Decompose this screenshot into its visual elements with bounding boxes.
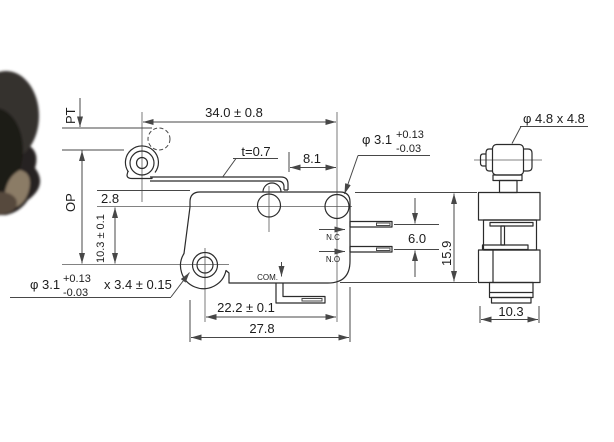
operating-position-label: OP (63, 193, 78, 212)
bottom-hole-depth: x 3.4 ± 0.15 (104, 277, 172, 292)
bottom-hole-tol-minus: -0.03 (63, 287, 88, 299)
side-roller-flange-right (523, 148, 533, 172)
extension-lines (62, 127, 477, 342)
terminal-nc-label: N.C (326, 233, 340, 242)
roller-lever (124, 127, 289, 191)
photo-shadow (0, 108, 23, 192)
terminals (275, 220, 393, 304)
lever-foot (126, 170, 153, 180)
dim-text-8-1: 8.1 (303, 151, 321, 166)
dim-text-10-3-v: 10.3 ± 0.1 (95, 214, 107, 263)
dim-text-lever-length: 34.0 ± 0.8 (205, 105, 263, 120)
lever-thickness-label: t=0.7 (241, 144, 270, 159)
terminal-nc-blade (349, 220, 393, 228)
mounting-hole-bottom-outer (191, 251, 219, 279)
side-body-bottom (477, 249, 541, 284)
pretravel-label: PT (63, 107, 78, 124)
side-lever-neck (498, 179, 518, 194)
lever-arm (150, 176, 289, 191)
side-body-top (477, 191, 541, 221)
front-view: 34.0 ± 0.8 t=0.7 8.1 φ 3.1 +0.13 -0.03 2… (10, 98, 588, 342)
top-hole-tol-minus: -0.03 (396, 143, 421, 155)
side-terminal-connector (500, 225, 506, 246)
roller-free-position-dashed (147, 127, 171, 151)
lever-wrap (124, 145, 160, 173)
top-hole-tol-plus: +0.13 (396, 129, 424, 141)
terminal-nc-slot (376, 222, 391, 226)
side-terminal-plate-top (489, 221, 534, 227)
dim-text-15-9: 15.9 (439, 241, 454, 266)
product-photo (0, 71, 41, 215)
roller-hub (135, 156, 149, 170)
top-hole-dia: φ 3.1 (362, 132, 392, 147)
side-extension-lines (479, 306, 540, 323)
terminal-no-blade (349, 245, 393, 253)
terminal-com-label: COM. (257, 273, 278, 282)
plunger-bump (262, 182, 282, 193)
bottom-hole-dia: φ 3.1 (30, 277, 60, 292)
side-roller-nub (479, 153, 486, 167)
photo-base-highlight (0, 192, 17, 214)
bottom-hole-tol-plus: +0.13 (63, 273, 91, 285)
label-leader-lines (10, 126, 588, 298)
side-lever-collar (492, 174, 523, 182)
dim-text-6-0: 6.0 (408, 231, 426, 246)
terminal-com-slot (301, 298, 323, 302)
mounting-hole-top (324, 193, 350, 220)
side-base-foot (490, 296, 532, 304)
mounting-hole-bottom-inner (196, 256, 214, 274)
dim-text-27-8: 27.8 (249, 321, 274, 336)
side-base (488, 281, 534, 299)
side-terminal-plate-bottom (481, 244, 529, 251)
side-view: φ 4.8 x 4.8 10.3 (474, 111, 585, 323)
dim-text-10-3-w: 10.3 (498, 304, 523, 319)
plunger-circle (256, 193, 282, 218)
top-hole-leader (344, 155, 359, 195)
roller-wheel (129, 150, 155, 176)
terminal-com-blade (275, 283, 326, 304)
dim-text-22-2: 22.2 ± 0.1 (217, 300, 275, 315)
dim-text-2-8: 2.8 (101, 191, 119, 206)
terminal-no-slot (376, 247, 391, 251)
terminal-no-label: N.O (326, 255, 340, 264)
bottom-hole-leader (170, 272, 190, 298)
side-roller-flange-left (485, 148, 493, 172)
side-roller-size-label: φ 4.8 x 4.8 (523, 111, 585, 126)
